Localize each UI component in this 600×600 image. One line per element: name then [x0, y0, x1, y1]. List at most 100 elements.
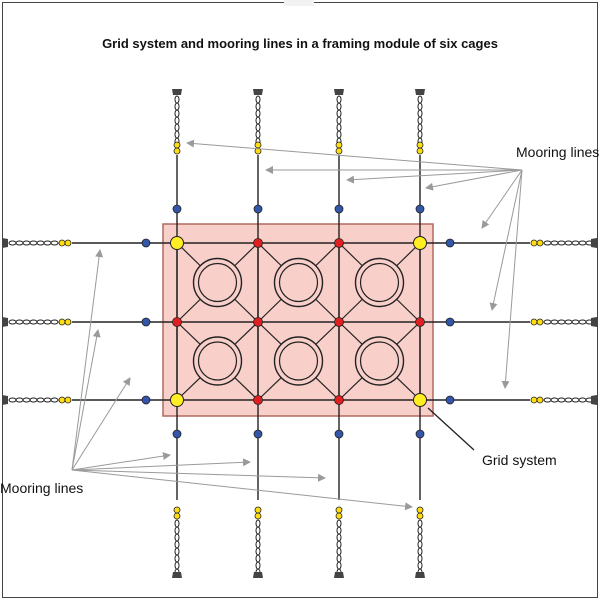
cage — [257, 321, 340, 401]
grid-node — [334, 238, 344, 248]
blue-float — [172, 429, 182, 439]
chain-link — [255, 526, 261, 535]
small-float — [254, 512, 262, 520]
bottom-mooring-chain — [417, 519, 423, 577]
chain-link — [36, 319, 45, 325]
chain-link — [336, 526, 342, 535]
small-float — [536, 239, 544, 247]
chain-link — [255, 554, 261, 563]
chain-link — [336, 561, 342, 570]
cage-bridle — [234, 298, 259, 323]
chain-link — [174, 561, 180, 570]
cage-bridle — [396, 298, 421, 323]
chain-link — [255, 109, 261, 118]
chain-link — [336, 123, 342, 132]
small-float — [530, 239, 538, 247]
chain-link — [543, 397, 552, 403]
chain-link — [336, 116, 342, 125]
small-float — [416, 512, 424, 520]
blue-float — [334, 204, 344, 214]
blue-float — [141, 395, 151, 405]
cage-bridle — [257, 377, 282, 401]
anchor-block — [591, 238, 597, 248]
chain-link — [36, 397, 45, 403]
small-float — [64, 318, 72, 326]
chain-link — [15, 319, 24, 325]
anchor-block — [415, 89, 425, 95]
pointer-arrow — [186, 139, 523, 171]
anchor-block — [253, 572, 263, 578]
chain-link — [29, 397, 38, 403]
chain-link — [255, 540, 261, 549]
chain-link — [550, 319, 559, 325]
anchor-block — [2, 317, 8, 327]
small-float — [173, 506, 181, 514]
corner-buoy — [413, 236, 427, 250]
chain-link — [174, 95, 180, 104]
cage-bridle — [315, 242, 340, 267]
grid-system-pointer — [427, 407, 475, 451]
chain-link — [29, 319, 38, 325]
small-float — [58, 396, 66, 404]
bottom-mooring-chain — [255, 519, 261, 577]
chain-link — [336, 554, 342, 563]
cage-bridle — [396, 321, 421, 345]
grid-node — [415, 317, 425, 327]
chain-link — [8, 397, 17, 403]
cage-bridle — [315, 321, 340, 345]
chain-link — [417, 533, 423, 542]
chain-link — [417, 109, 423, 118]
small-float — [416, 147, 424, 155]
chain-link — [50, 319, 59, 325]
pointer-arrow — [71, 469, 326, 482]
anchor-block — [172, 572, 182, 578]
small-float — [416, 141, 424, 149]
chain-link — [174, 540, 180, 549]
chain-link — [174, 123, 180, 132]
cage-inner-ring — [278, 262, 319, 303]
chain-link — [255, 102, 261, 111]
pointer-arrow — [71, 452, 171, 471]
cage-bridle — [234, 321, 259, 345]
diagram-title: Grid system and mooring lines in a frami… — [102, 36, 498, 51]
pointer-arrow — [71, 377, 131, 471]
small-float — [173, 141, 181, 149]
chain-link — [255, 130, 261, 139]
top-tab — [284, 0, 314, 6]
chain-link — [336, 533, 342, 542]
chain-link — [174, 102, 180, 111]
chain-link — [43, 319, 52, 325]
label-mooring-lines-bottom-left: Mooring lines — [0, 480, 84, 496]
chain-link — [564, 397, 573, 403]
small-float — [416, 506, 424, 514]
chain-link — [417, 130, 423, 139]
cage-bridle — [257, 321, 282, 345]
pointer-arrow — [71, 469, 413, 511]
chain-link — [336, 130, 342, 139]
pointer-arrow — [71, 458, 251, 471]
chain-link — [15, 240, 24, 246]
chain-link — [336, 519, 342, 528]
bottom-mooring-chain — [174, 519, 180, 577]
chain-link — [417, 95, 423, 104]
cage-bridle — [315, 377, 340, 401]
chain-link — [8, 319, 17, 325]
cage — [257, 242, 340, 323]
pointer-arrow — [425, 169, 523, 191]
chain-link — [43, 240, 52, 246]
top-mooring-chain — [255, 95, 261, 146]
left-mooring-chain — [8, 319, 59, 325]
chain-link — [255, 116, 261, 125]
chain-link — [417, 519, 423, 528]
chain-link — [255, 561, 261, 570]
chain-link — [22, 240, 31, 246]
chain-link — [50, 240, 59, 246]
small-float — [530, 396, 538, 404]
anchor-block — [415, 572, 425, 578]
small-float — [536, 396, 544, 404]
small-float — [335, 141, 343, 149]
right-mooring-chain — [543, 240, 594, 246]
right-mooring-chain — [543, 319, 594, 325]
chain-link — [15, 397, 24, 403]
chain-link — [29, 240, 38, 246]
